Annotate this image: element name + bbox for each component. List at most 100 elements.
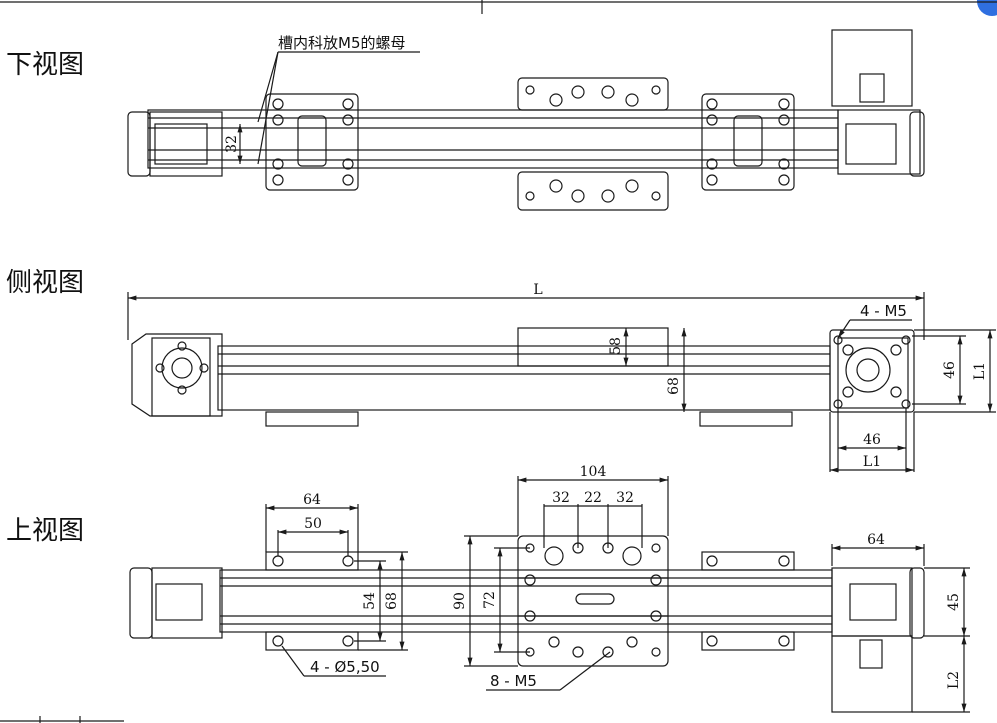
left-plate (265, 93, 359, 191)
carriage-upper (517, 77, 669, 111)
motor-shaft (859, 73, 885, 103)
right-plate (701, 93, 795, 191)
bearing-outer (845, 347, 891, 393)
left-end-block (149, 111, 223, 177)
note-leader (281, 645, 305, 677)
corner-badge-icon[interactable] (977, 0, 997, 16)
carriage-side (517, 327, 669, 367)
bolt-hole (342, 555, 354, 567)
motor-top (831, 635, 913, 713)
bolt-hole (525, 191, 535, 201)
bolt-hole (842, 344, 854, 356)
bolt-hole (524, 610, 536, 622)
side-view: L 58 68 (127, 282, 996, 473)
left-face-plate (151, 337, 211, 417)
left-end-cap (127, 111, 151, 177)
dim-L1-bottom: L1 (863, 454, 881, 470)
bolt-hole (706, 114, 718, 126)
bolt-hole (601, 189, 615, 203)
right-pad-upper (701, 551, 795, 571)
rail-top (219, 569, 833, 633)
right-end-cap (909, 567, 925, 639)
left-vent (155, 583, 203, 621)
dim-L1-right: L1 (972, 362, 988, 380)
bolt-hole (706, 635, 718, 647)
bolt-hole (572, 646, 584, 658)
bolt-hole (651, 647, 661, 657)
bolt-hole (890, 386, 902, 398)
bolt-hole (272, 98, 284, 110)
bolt-hole (602, 646, 614, 658)
dim-64-right: 64 (867, 532, 885, 548)
bolt-hole (342, 158, 354, 170)
bolt-hole (778, 555, 790, 567)
note-leader (837, 319, 851, 339)
bottom-view-label: 下视图 (6, 50, 85, 80)
dim-68-top: 68 (384, 592, 400, 610)
right-end-side (829, 329, 915, 413)
bolt-hole (548, 636, 560, 648)
bolt-hole (901, 335, 911, 345)
dim-32-small: 32 (224, 135, 240, 153)
note-leader (257, 51, 279, 123)
bolt-hole (199, 363, 209, 373)
hole-note: 4 - Ø5,50 (310, 658, 380, 676)
dim-45: 45 (946, 593, 962, 611)
motor-shaft-top (859, 639, 883, 669)
dim-58: 58 (608, 337, 624, 355)
rail-side (217, 345, 831, 411)
left-end-cap (129, 567, 153, 639)
right-face-plate (837, 337, 909, 409)
bolt-hole (342, 174, 354, 186)
dim-90: 90 (452, 592, 468, 610)
bolt-hole (272, 555, 284, 567)
slot-nut-note: 槽内科放M5的螺母 (278, 34, 406, 52)
dim-54: 54 (362, 592, 378, 610)
left-end-top (151, 567, 223, 639)
dim-46-bottom: 46 (863, 432, 881, 448)
bolt-hole (272, 635, 284, 647)
left-plate-slot (297, 115, 327, 167)
right-plate-slot (733, 115, 763, 167)
bolt-hole (778, 114, 790, 126)
left-end-side (131, 333, 223, 417)
bolt-hole (177, 341, 187, 351)
dim-72: 72 (482, 591, 498, 609)
bolt-hole (842, 386, 854, 398)
dim-64-left: 64 (303, 492, 321, 508)
dim-32-a: 32 (552, 490, 570, 506)
note-leader (257, 51, 279, 165)
carriage-lower (517, 171, 669, 211)
bolt-hole (778, 635, 790, 647)
bolt-hole (177, 385, 187, 395)
bolt-hole (601, 85, 615, 99)
dim-32-b: 32 (616, 490, 634, 506)
bearing-outer (161, 347, 203, 389)
carriage-note: 8 - M5 (490, 672, 537, 690)
dim-46-right: 46 (942, 361, 958, 379)
dim-L: L (533, 282, 542, 298)
dim-22: 22 (584, 490, 602, 506)
right-end-top (831, 567, 913, 637)
bearing-inner (171, 357, 193, 379)
bolt-hole (571, 85, 585, 99)
plate-side-right (699, 411, 793, 427)
right-vent (849, 583, 897, 621)
bolt-hole (651, 191, 661, 201)
bolt-hole (272, 158, 284, 170)
dim-50: 50 (304, 516, 322, 532)
left-pad-upper (265, 551, 359, 571)
dim-L2: L2 (946, 671, 962, 689)
bolt-hole (272, 114, 284, 126)
bolt-hole (549, 179, 563, 193)
bolt-hole (155, 363, 165, 373)
side-view-label: 侧视图 (6, 268, 85, 298)
bolt-hole (706, 158, 718, 170)
bolt-hole (778, 158, 790, 170)
dim-68-side: 68 (666, 377, 682, 395)
bolt-hole (625, 179, 639, 193)
top-view: 104 32 22 32 64 50 54 68 90 (129, 464, 970, 713)
bolt-hole (342, 114, 354, 126)
bolt-hole (524, 574, 536, 586)
